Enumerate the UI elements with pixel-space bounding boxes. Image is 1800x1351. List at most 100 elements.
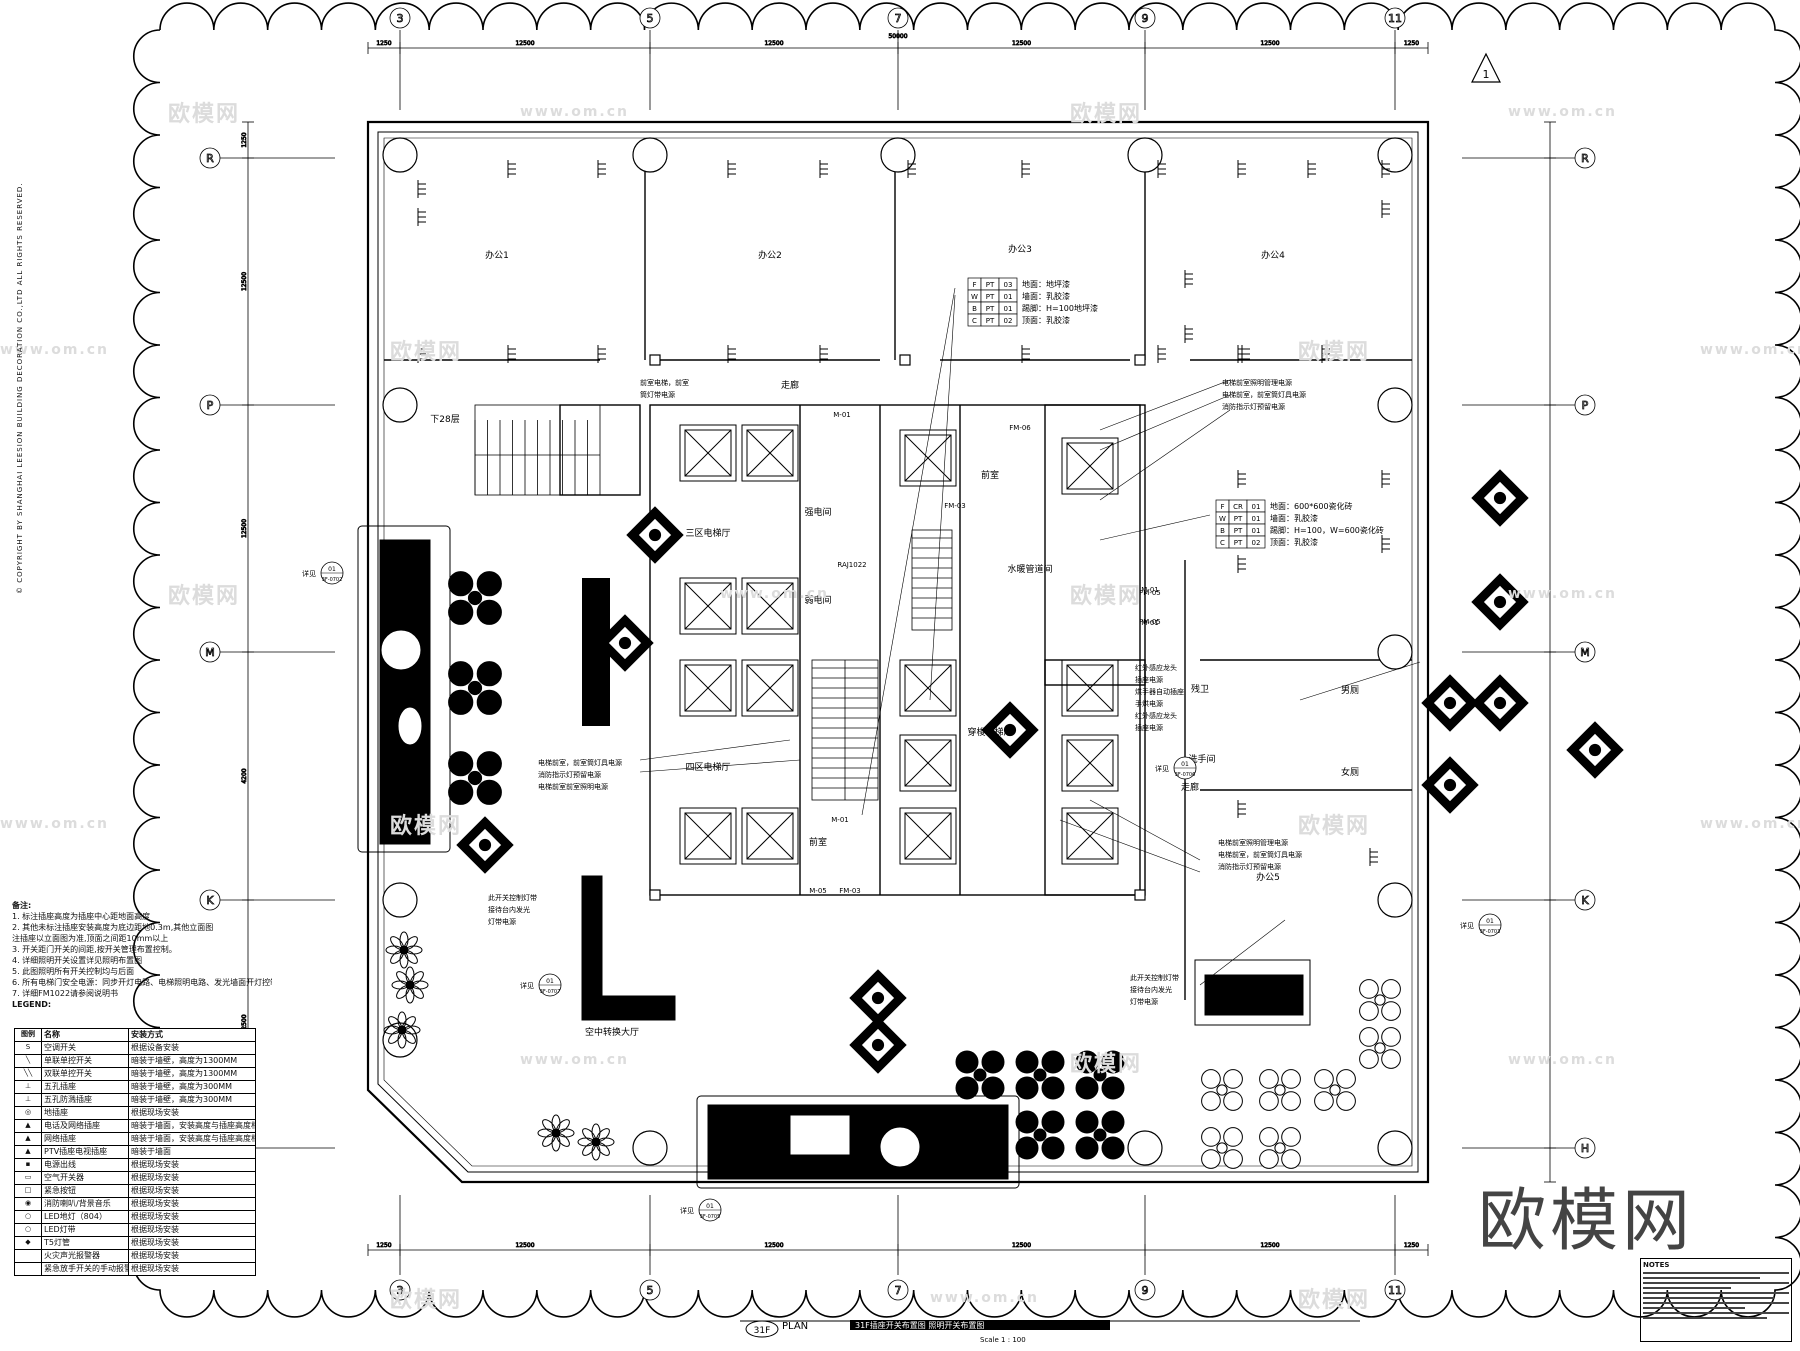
room-weak-electric: 弱电间	[804, 594, 831, 606]
finish-code: F	[972, 281, 976, 289]
detail-ref-number: 01	[546, 978, 554, 985]
watermark-logo: 欧模网	[1478, 1182, 1695, 1261]
legend-install: 根据现场安装	[131, 1251, 179, 1260]
notes-box: NOTES	[1640, 1258, 1792, 1342]
detail-ref-number: 01	[706, 1203, 714, 1210]
watermark: 欧模网	[1298, 814, 1371, 839]
watermark: 欧模网	[168, 584, 241, 609]
finish-material: CR	[1233, 503, 1243, 511]
watermark: 欧模网	[390, 814, 463, 839]
detail-ref-sheet: 3F-0705	[700, 1214, 721, 1220]
legend-install: 暗装于墙壁，高度为300MM	[131, 1082, 233, 1091]
legend-install: 根据现场安装	[131, 1212, 179, 1221]
legend-install: 根据现场安装	[131, 1225, 179, 1234]
legend-install: 暗装于墙面	[131, 1147, 171, 1156]
dimension-left: 4200	[241, 768, 248, 783]
grid-bubble-right: K	[1581, 894, 1589, 907]
room-strong-electric: 强电间	[804, 506, 831, 518]
room-front-2: 前室	[809, 836, 827, 848]
legend-name: 网络插座	[42, 1133, 129, 1145]
note-item: 2. 其他未标注插座安装高度为底边距地0.3m,其他立面图	[12, 923, 214, 932]
revision-cloud-border	[132, 2, 1800, 1318]
callout-note: 手烘电源	[1135, 699, 1163, 708]
detail-ref-label: 详见	[680, 1206, 694, 1215]
legend-install: 暗装于墙面，安装高度与插座高度相同	[131, 1121, 255, 1130]
legend-symbol: ⊥	[15, 1094, 42, 1106]
watermark-url: www.om.cn	[1508, 1052, 1618, 1068]
note-item: 1. 标注插座高度为插座中心距地面高度	[12, 912, 151, 921]
north-arrow: 1	[1471, 52, 1501, 83]
detail-ref-number: 01	[328, 566, 336, 573]
watermark-url: www.om.cn	[520, 104, 630, 120]
watermark-url: www.om.cn	[1508, 586, 1618, 602]
legend-symbol: ⊥	[15, 1081, 42, 1093]
finish-number: 02	[1252, 539, 1261, 547]
grid-bubble-top: 11	[1388, 12, 1402, 25]
finish-code: C	[972, 317, 977, 325]
grid-bubble-top: 7	[895, 12, 902, 25]
callout-note: 此开关控制灯带	[1130, 973, 1179, 982]
room-office-3: 办公3	[1008, 243, 1032, 255]
structural-columns	[382, 137, 1413, 1166]
room-office-5: 办公5	[1256, 871, 1280, 883]
legend-row: ⊥五孔插座暗装于墙壁，高度为300MM	[15, 1081, 255, 1094]
detail-ref-sheet: 3F-0707	[540, 989, 561, 995]
room-office-2: 办公2	[758, 249, 782, 261]
finish-code: B	[1220, 527, 1225, 535]
door-tag: M-01	[1141, 619, 1158, 627]
legend-symbol: ○	[15, 1211, 42, 1223]
title-block-graphic: 31F PLAN 31F插座开关布置图 照明开关布置图 Scale 1 : 10…	[740, 1320, 1360, 1344]
legend-row: ▪电源出线根据现场安装	[15, 1159, 255, 1172]
notes-box-title: NOTES	[1643, 1261, 1670, 1269]
room-male-wc: 男厕	[1341, 685, 1359, 696]
legend-install: 根据现场安装	[131, 1199, 179, 1208]
legend-install: 根据现场安装	[131, 1186, 179, 1195]
grid-bubble-left: M	[205, 646, 215, 659]
legend-row: ◎地插座根据现场安装	[15, 1107, 255, 1120]
legend-header-symbol: 图例	[15, 1029, 42, 1041]
legend-name: 五孔插座	[42, 1081, 129, 1093]
grid-bubble-top: 9	[1142, 12, 1149, 25]
legend-install: 暗装于墙面，安装高度与插座高度相同	[131, 1134, 255, 1143]
lounge-furniture	[448, 469, 1624, 1169]
grid-bubble-bottom: 9	[1142, 1284, 1149, 1297]
door-tag: M-01	[833, 411, 850, 419]
partitions	[384, 138, 1412, 1000]
detail-ref-number: 01	[1181, 761, 1189, 768]
legend-name: 五孔防溅插座	[42, 1094, 129, 1106]
legend-row: □紧急按钮根据现场安装	[15, 1185, 255, 1198]
elevator-shafts	[679, 424, 1119, 865]
note-item: 7. 详细FM1022请参阅说明书	[12, 989, 119, 998]
landscape-plants	[383, 931, 615, 1161]
watermark: 欧模网	[390, 1288, 463, 1313]
legend-name: 地插座	[42, 1107, 129, 1119]
callout-note: 电梯前室，前室筒灯具电源	[1218, 850, 1302, 859]
callout-note: 插座电源	[1135, 675, 1163, 684]
room-water-pipe: 水暖管道间	[1007, 563, 1052, 575]
detail-ref-label: 详见	[1460, 921, 1474, 930]
note-item: 5. 此图照明所有开关控制均与后面	[12, 967, 135, 976]
legend-symbol: ╲	[15, 1055, 42, 1067]
grid-bubble-top: 5	[647, 12, 654, 25]
dimension-top: 12500	[764, 40, 783, 47]
dimension-top: 12500	[515, 40, 534, 47]
finish-number: 01	[1004, 305, 1013, 313]
watermark-url: www.om.cn	[1700, 342, 1800, 358]
door-tag: FM-03	[944, 502, 966, 510]
watermark: 欧模网	[1070, 584, 1143, 609]
note-item: 6. 所有电梯门安全电源：同步开灯电路、电梯照明电路、发光墙面开灯控制电路。	[12, 978, 272, 987]
legend-symbol	[15, 1263, 42, 1275]
legend-row: ◆T5灯管根据现场安装	[15, 1237, 255, 1250]
finish-material: PT	[1234, 539, 1243, 547]
watermark: 欧模网	[1070, 102, 1143, 127]
room-office-4: 办公4	[1261, 249, 1285, 261]
detail-ref-sheet: 3F-0703	[1480, 929, 1501, 935]
door-tag: FM-06	[1009, 424, 1031, 432]
legend-row: 紧急放手开关的手动报警按钮根据现场安装	[15, 1263, 255, 1275]
landscape-planter-bottom	[696, 1095, 1020, 1189]
dimension-top: 12500	[1012, 40, 1031, 47]
finish-desc: 顶面：乳胶漆	[1270, 537, 1318, 547]
